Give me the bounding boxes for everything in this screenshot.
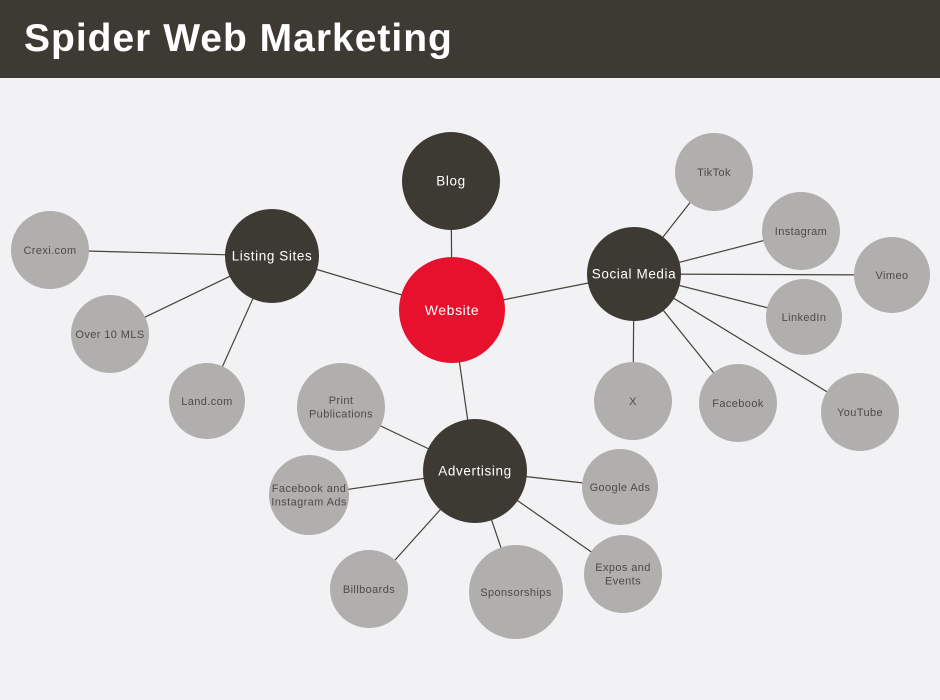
node-facebook-circle (699, 364, 777, 442)
node-blog: Blog (402, 132, 500, 230)
node-over-10-mls-label: Over 10 MLS (75, 329, 144, 341)
node-billboards-circle (330, 550, 408, 628)
node-advertising-circle (423, 419, 527, 523)
node-vimeo-circle (854, 237, 930, 313)
node-linkedin-circle (766, 279, 842, 355)
node-over-10-mls-circle (71, 295, 149, 373)
node-google-ads-circle (582, 449, 658, 525)
node-youtube-label: YouTube (837, 407, 883, 419)
node-social-media-circle (587, 227, 681, 321)
node-print-publications-circle (297, 363, 385, 451)
node-crexi-label: Crexi.com (23, 245, 76, 257)
node-social-media-label: Social Media (592, 267, 677, 282)
node-sponsorships-circle (469, 545, 563, 639)
node-sponsorships: Sponsorships (469, 545, 563, 639)
node-tiktok: TikTok (675, 133, 753, 211)
header-bar: Spider Web Marketing (0, 0, 940, 78)
node-x: X (594, 362, 672, 440)
node-expos-events-circle (584, 535, 662, 613)
node-facebook-label: Facebook (712, 398, 764, 410)
node-land-circle (169, 363, 245, 439)
node-over-10-mls: Over 10 MLS (71, 295, 149, 373)
node-billboards: Billboards (330, 550, 408, 628)
node-crexi-circle (11, 211, 89, 289)
node-listing-sites-circle (225, 209, 319, 303)
node-sponsorships-label: Sponsorships (480, 587, 552, 599)
node-land: Land.com (169, 363, 245, 439)
node-facebook: Facebook (699, 364, 777, 442)
node-vimeo-label: Vimeo (876, 270, 909, 282)
node-social-media: Social Media (587, 227, 681, 321)
node-listing-sites-label: Listing Sites (232, 249, 313, 264)
node-tiktok-label: TikTok (697, 167, 731, 179)
node-fb-ig-ads-circle (269, 455, 349, 535)
node-youtube-circle (821, 373, 899, 451)
node-tiktok-circle (675, 133, 753, 211)
node-advertising: Advertising (423, 419, 527, 523)
node-website-circle (399, 257, 505, 363)
node-land-label: Land.com (181, 396, 233, 408)
node-crexi: Crexi.com (11, 211, 89, 289)
node-instagram-circle (762, 192, 840, 270)
node-billboards-label: Billboards (343, 584, 395, 596)
node-blog-circle (402, 132, 500, 230)
node-youtube: YouTube (821, 373, 899, 451)
node-instagram: Instagram (762, 192, 840, 270)
node-vimeo: Vimeo (854, 237, 930, 313)
node-linkedin-label: LinkedIn (782, 312, 827, 324)
node-x-label: X (629, 396, 637, 408)
node-x-circle (594, 362, 672, 440)
node-website-label: Website (425, 302, 480, 318)
node-blog-label: Blog (436, 174, 465, 189)
node-advertising-label: Advertising (438, 464, 511, 479)
node-listing-sites: Listing Sites (225, 209, 319, 303)
node-google-ads: Google Ads (582, 449, 658, 525)
node-linkedin: LinkedIn (766, 279, 842, 355)
page-title: Spider Web Marketing (24, 17, 453, 60)
node-website: Website (399, 257, 505, 363)
node-instagram-label: Instagram (775, 226, 828, 238)
node-google-ads-label: Google Ads (590, 482, 651, 494)
